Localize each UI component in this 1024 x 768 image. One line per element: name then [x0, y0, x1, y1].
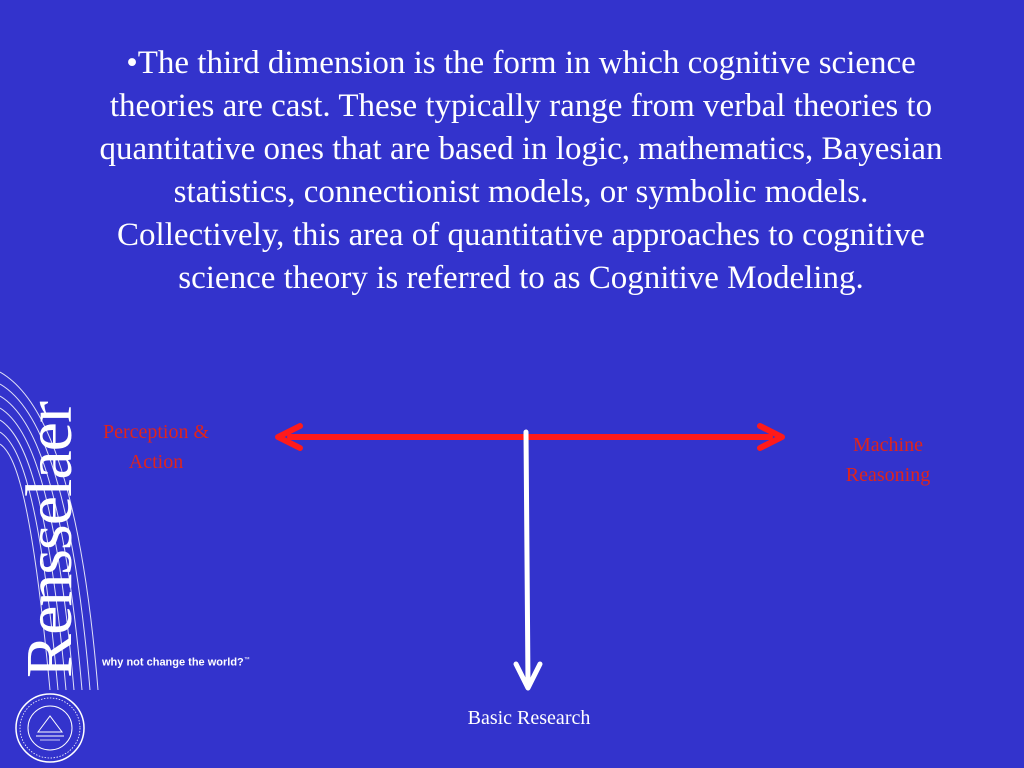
tagline: why not change the world?™	[102, 653, 250, 670]
basic-research-label: Basic Research	[467, 707, 591, 729]
perception-action-label: Perception & Action	[102, 421, 210, 473]
machine-reasoning-label: Machine Reasoning	[845, 434, 931, 486]
vertical-axis-arrow	[513, 429, 543, 691]
tagline-text: why not change the world?	[102, 656, 244, 669]
trademark-mark: ™	[243, 657, 250, 663]
rensselaer-wordmark: Rensselaer	[13, 402, 86, 678]
university-seal-icon	[15, 693, 85, 763]
horizontal-axis-arrow	[275, 423, 785, 451]
body-text: •The third dimension is the form in whic…	[99, 45, 943, 296]
